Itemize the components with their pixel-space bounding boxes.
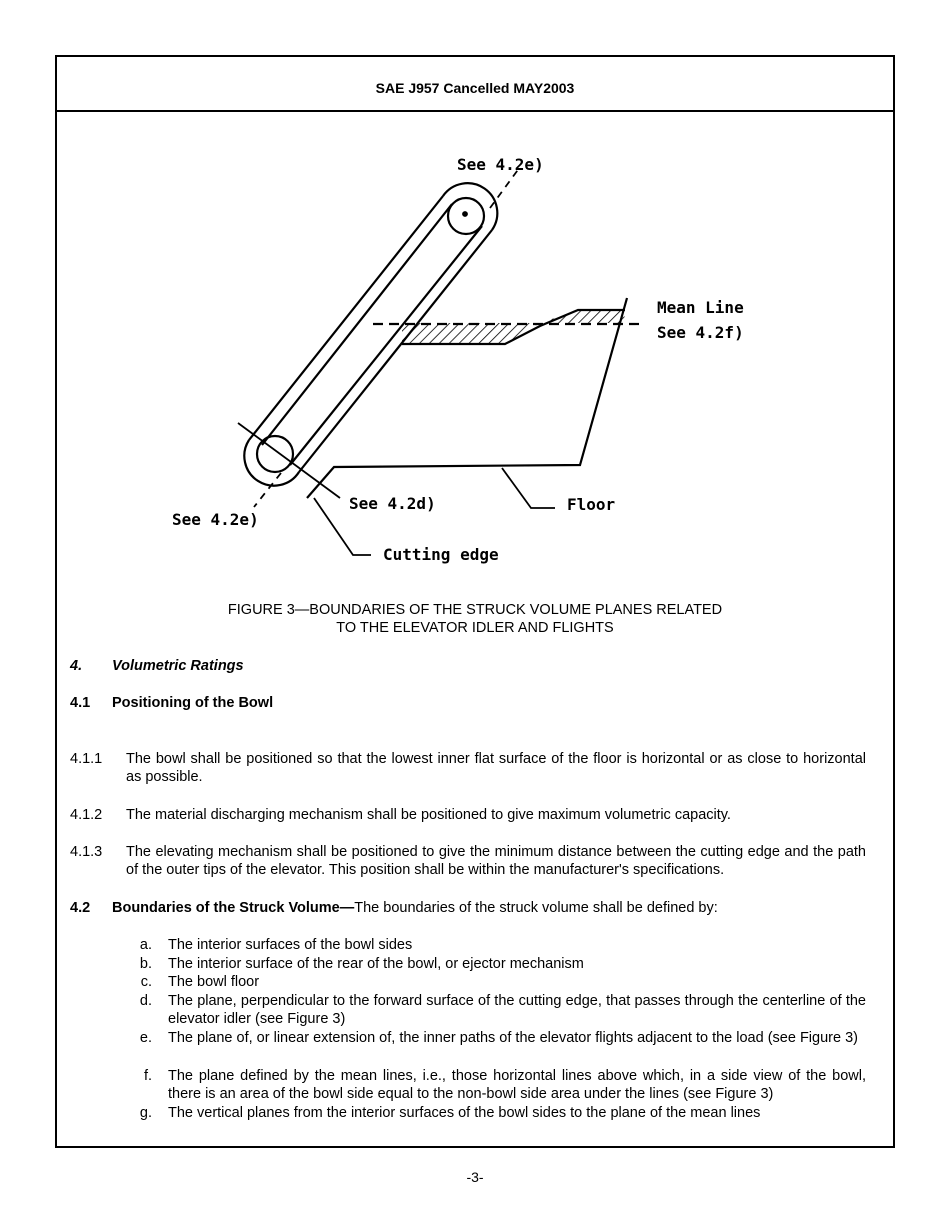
caption-line-1: FIGURE 3—BOUNDARIES OF THE STRUCK VOLUME…: [227, 602, 723, 618]
elevator-outer-loop: [243, 182, 499, 487]
list-text: The interior surface of the rear of the …: [168, 956, 584, 972]
section-number: 4.2: [70, 900, 91, 916]
paragraph-number: 4.1.3: [70, 844, 103, 860]
list-text: The plane, perpendicular to the forward …: [168, 993, 866, 1027]
elevator-inner-loop: [261, 203, 483, 466]
label-cutting-edge: Cutting edge: [383, 545, 499, 564]
list-text: The interior surfaces of the bowl sides: [168, 937, 413, 953]
label-see-4-2d: See 4.2d): [349, 494, 436, 513]
cutting-edge-leader: [313, 497, 371, 556]
list-text: The plane defined by the mean lines, i.e…: [168, 1068, 866, 1102]
list-text: The bowl floor: [168, 974, 260, 990]
list-marker: a.: [139, 937, 152, 953]
paragraph-text: The material discharging mechanism shall…: [126, 807, 731, 823]
floor-leader: [501, 467, 555, 509]
list-marker: c.: [140, 974, 152, 990]
bowl-outline: [306, 297, 629, 499]
section-text: The boundaries of the struck volume shal…: [354, 900, 718, 916]
list-marker: f.: [143, 1068, 152, 1084]
page-frame: [55, 55, 895, 1148]
list-text: The vertical planes from the interior su…: [168, 1105, 761, 1121]
paragraph-text: The bowl shall be positioned so that the…: [126, 751, 866, 785]
label-see-4-2f: See 4.2f): [657, 323, 744, 342]
label-floor: Floor: [567, 495, 615, 514]
bottom-idler: [255, 434, 295, 474]
caption-line-2: TO THE ELEVATOR IDLER AND FLIGHTS: [336, 620, 614, 636]
figure-3-diagram: See 4.2e) Mean Line See 4.2f) See 4.2d) …: [172, 155, 744, 564]
paragraph-text: The elevating mechanism shall be positio…: [126, 844, 866, 878]
section-title: Boundaries of the Struck Volume—: [112, 900, 355, 916]
page-number: -3-: [466, 1169, 484, 1185]
paragraph-number: 4.1.1: [70, 751, 103, 767]
section-title: Positioning of the Bowl: [112, 695, 274, 711]
label-bottom-see-4-2e: See 4.2e): [172, 510, 259, 529]
list-marker: d.: [139, 993, 152, 1009]
section-title: Volumetric Ratings: [112, 658, 244, 674]
section-number: 4.: [70, 658, 83, 674]
label-top-see-4-2e: See 4.2e): [457, 155, 544, 174]
top-idler: [446, 196, 486, 236]
list-marker: e.: [139, 1030, 152, 1046]
section-number: 4.1: [70, 695, 91, 711]
plane-4-2d-line: [237, 422, 341, 499]
hatched-area: [402, 323, 540, 344]
document-header: SAE J957 Cancelled MAY2003: [375, 80, 575, 96]
paragraph-number: 4.1.2: [70, 807, 103, 823]
header-divider: [55, 110, 895, 112]
figure-caption: FIGURE 3—BOUNDARIES OF THE STRUCK VOLUME…: [55, 601, 895, 637]
list-marker: g.: [139, 1105, 152, 1121]
label-mean-line: Mean Line: [657, 298, 744, 317]
list-marker: b.: [139, 956, 152, 972]
list-text: The plane of, or linear extension of, th…: [168, 1030, 858, 1046]
